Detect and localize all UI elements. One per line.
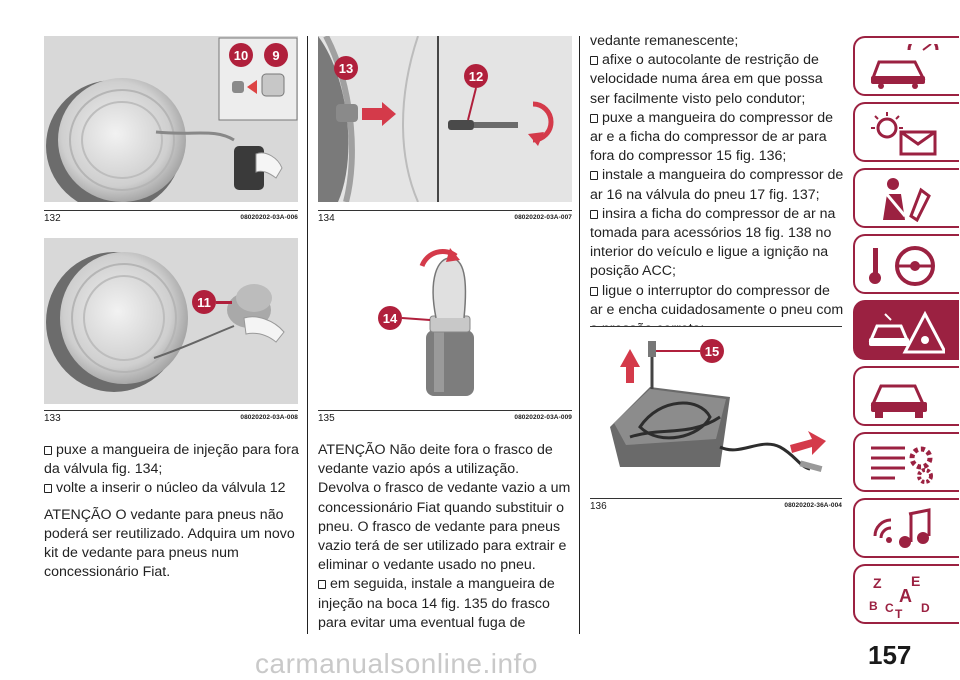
svg-text:T: T [895,607,903,618]
tab-multimedia[interactable] [853,498,959,558]
tab-dashboard[interactable] [853,36,959,96]
alphabetical-index-icon: Z E A B C T D [869,573,930,618]
instruction-bullet: puxe a mangueira do compressor de ar e a… [590,109,844,167]
figure-code: 08020202-03A-006 [240,214,298,221]
instruction-bullet: puxe a mangueira de injeção para fora da… [44,441,300,479]
tab-maintenance[interactable] [853,366,959,426]
tab-emergency[interactable] [853,300,959,360]
svg-text:E: E [911,573,920,589]
figure-135-caption: 135 08020202-03A-009 [318,410,572,425]
column-2-text: ATENÇÃO Não deite fora o frasco de vedan… [318,441,574,633]
svg-text:9: 9 [272,48,279,63]
figure-number: 134 [318,213,335,224]
svg-text:11: 11 [197,295,211,310]
watermark: carmanualsonline.info [255,648,538,679]
tab-index[interactable]: Z E A B C T D [853,564,959,624]
svg-text:12: 12 [469,69,483,84]
callout-10: 10 [229,43,253,67]
callout-11: 11 [192,290,216,314]
instruction-bullet: volte a inserir o núcleo da válvula 12 [44,479,300,498]
figure-code: 08020202-03A-008 [240,414,298,421]
instruction-bullet: instale a mangueira do compressor de ar … [590,166,844,204]
warning-text: ATENÇÃO Não deite fora o frasco de vedan… [318,442,571,574]
figure-136-caption: 136 08020202-36A-004 [590,498,842,513]
callout-15: 15 [700,339,724,363]
car-maintenance-icon [870,384,927,418]
multimedia-music-icon [873,508,931,548]
warning-text: ATENÇÃO O vedante para pneus não poderá … [44,506,295,581]
figure-number: 133 [44,413,61,424]
figure-number: 136 [590,501,607,512]
instruction-bullet: insira a ficha do compressor de ar na to… [590,205,844,282]
tab-starting-driving[interactable] [853,234,959,294]
column-divider [579,36,580,634]
svg-text:B: B [869,599,878,613]
instruction-bullet: em seguida, instale a mangueira de injeç… [318,575,574,633]
figure-136-image: 15 [590,326,842,493]
callout-12: 12 [464,64,488,88]
figure-code: 08020202-03A-007 [514,214,572,221]
figure-code: 08020202-36A-004 [784,502,842,509]
instruction-bullet: afixe o autocolante de restrição de velo… [590,51,844,109]
steering-wheel-key-icon [869,246,935,286]
seatbelt-airbag-icon [883,178,931,222]
tab-specifications[interactable] [853,432,959,492]
figure-135-image: 14 [318,238,572,404]
column-3-text: vedante remanescente; afixe o autocolant… [590,32,844,339]
figure-132-caption: 132 08020202-03A-006 [44,210,298,225]
figure-132-image: 10 9 [44,36,298,202]
svg-text:15: 15 [705,344,719,359]
figure-code: 08020202-03A-009 [514,414,572,421]
car-dashboard-icon [870,44,939,89]
tab-safety[interactable] [853,168,959,228]
figure-133-image: 11 [44,238,298,404]
figure-133-caption: 133 08020202-03A-008 [44,410,298,425]
figure-134-image: 13 12 [318,36,572,202]
svg-text:D: D [921,601,930,615]
callout-9: 9 [264,43,288,67]
instruction-bullet: ligue o interruptor do compressor de ar … [590,282,844,340]
column-divider [307,36,308,634]
tab-warning-lights[interactable] [853,102,959,162]
svg-text:C: C [885,601,894,615]
svg-text:Z: Z [873,575,882,591]
figure-number: 135 [318,413,335,424]
svg-text:13: 13 [339,61,353,76]
svg-text:10: 10 [234,48,248,63]
emergency-breakdown-icon [868,310,945,354]
figure-number: 132 [44,213,61,224]
page-number: 157 [868,640,912,670]
svg-text:14: 14 [383,311,398,326]
specifications-gear-icon [871,446,933,484]
svg-text:A: A [899,586,912,606]
callout-14: 14 [378,306,402,330]
callout-13: 13 [334,56,358,80]
figure-134-caption: 134 08020202-03A-007 [318,210,572,225]
warning-lights-icon [871,112,937,156]
column-1-text: puxe a mangueira de injeção para fora da… [44,441,300,582]
continued-text: vedante remanescente; [590,33,739,49]
